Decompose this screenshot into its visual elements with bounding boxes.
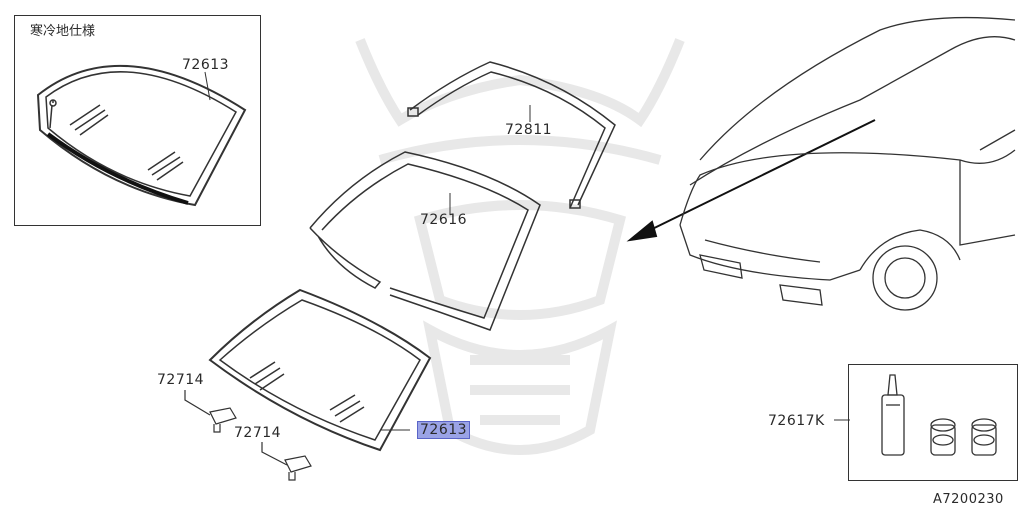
kit-72617K-drawing: [834, 374, 997, 456]
inset-windshield-drawing: [36, 64, 247, 207]
car-outline-drawing: [679, 16, 1016, 311]
clip-72714-a-drawing: [184, 390, 237, 433]
watermark-logo: [355, 38, 685, 455]
part-label-72617K[interactable]: 72617K: [768, 413, 825, 429]
part-label-72714-b[interactable]: 72714: [234, 425, 282, 441]
kit-box: [848, 364, 1018, 481]
part-label-72616[interactable]: 72616: [420, 212, 468, 228]
dam-72616-drawing: [309, 151, 541, 331]
part-label-inset-72613[interactable]: 72613: [182, 57, 230, 73]
diagram-code: A7200230: [933, 492, 1004, 507]
part-label-72714-a[interactable]: 72714: [157, 372, 205, 388]
location-arrow: [626, 119, 876, 242]
part-label-72811[interactable]: 72811: [505, 122, 553, 138]
inset-box: [14, 15, 261, 226]
molding-72811-drawing: [407, 61, 616, 209]
part-label-72613-highlighted[interactable]: 72613: [417, 421, 471, 439]
inset-title: 寒冷地仕様: [30, 24, 96, 39]
clip-72714-b-drawing: [261, 442, 312, 481]
windshield-72613-drawing: [208, 288, 432, 452]
